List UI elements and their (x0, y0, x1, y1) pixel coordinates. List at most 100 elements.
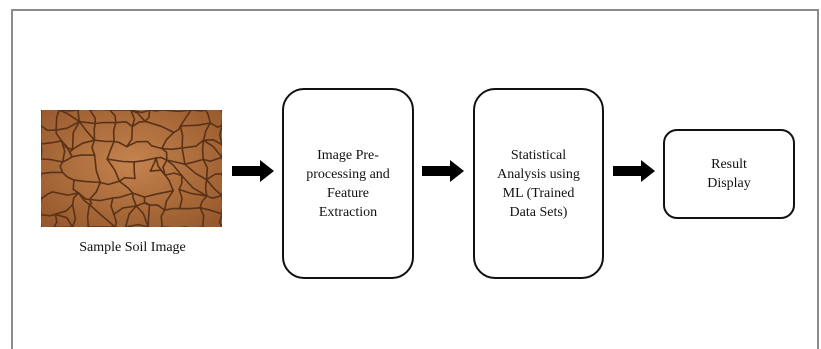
preprocessing-step-box: Image Pre-processing and Feature Extract… (282, 88, 414, 279)
soil-crack-line (161, 147, 183, 151)
soil-crack-line (206, 194, 222, 199)
soil-crack-line (155, 156, 168, 161)
soil-crack-line (218, 213, 222, 227)
soil-crack-line (68, 148, 74, 158)
soil-crack-line (133, 157, 157, 163)
soil-crack-line (77, 110, 81, 123)
soil-crack-line (144, 110, 151, 123)
soil-crack-line (110, 197, 115, 216)
soil-crack-line (113, 213, 118, 227)
soil-crack-line (72, 179, 80, 194)
soil-crack-line (78, 120, 96, 141)
soil-crack-line (125, 140, 149, 148)
soil-crack-line (71, 139, 96, 151)
preprocessing-step-label: Image Pre-processing and Feature Extract… (306, 147, 390, 220)
soil-crack-line (93, 154, 102, 184)
soil-crack-line (147, 204, 151, 227)
soil-crack-line (88, 203, 116, 227)
soil-crack-line (199, 207, 205, 227)
soil-crack-line (124, 205, 138, 227)
soil-crack-line (181, 147, 186, 165)
soil-crack-line (205, 178, 222, 197)
soil-crack-line (202, 139, 222, 159)
soil-crack-line (41, 140, 63, 145)
soil-crack-line (118, 176, 136, 182)
soil-crack-line (41, 124, 57, 132)
soil-crack-line (144, 120, 175, 134)
soil-crack-line (178, 188, 183, 210)
soil-crack-line (78, 120, 97, 125)
soil-crack-line (162, 159, 168, 176)
soil-crack-line (131, 192, 138, 207)
soil-crack-line (190, 110, 206, 112)
soil-crack-line (179, 125, 184, 149)
soil-crack-line (201, 139, 205, 161)
soil-crack-line (61, 171, 75, 181)
soil-crack-line (71, 154, 96, 158)
soil-crack-line (93, 139, 115, 143)
soil-crack-line (149, 169, 166, 176)
soil-crack-line (179, 110, 192, 127)
soil-crack-line (41, 143, 43, 160)
soil-crack-line (166, 159, 186, 165)
soil-crack-line (179, 122, 212, 127)
statistical-analysis-step-label: Statistical Analysis using ML (Trained D… (497, 147, 580, 220)
soil-crack-line (59, 161, 64, 174)
soil-crack-line (41, 158, 64, 163)
soil-crack-line (129, 110, 136, 128)
soil-crack-line (61, 156, 73, 163)
soil-crack-line (184, 163, 208, 181)
diagram-frame (11, 9, 819, 349)
soil-crack-line (202, 122, 212, 142)
soil-crack-line (58, 110, 81, 123)
soil-crack-line (173, 125, 182, 134)
soil-crack-line (51, 191, 80, 196)
soil-crack-line (148, 110, 163, 112)
soil-crack-line (55, 120, 81, 131)
soil-image (41, 110, 222, 227)
soil-crack-line (204, 178, 208, 197)
soil-crack-line (124, 223, 149, 227)
soil-crack-line (54, 213, 74, 227)
soil-crack-line (106, 158, 121, 182)
soil-crack-line (199, 195, 208, 209)
soil-crack-line (55, 129, 63, 142)
soil-crack-line (88, 181, 102, 201)
soil-crack-line (58, 110, 79, 112)
soil-image-caption: Sample Soil Image (79, 240, 186, 255)
soil-crack-line (178, 207, 201, 210)
soil-crack-line (113, 205, 138, 216)
soil-crack-line (164, 174, 174, 192)
statistical-analysis-step-box: Statistical Analysis using ML (Trained D… (473, 88, 604, 279)
soil-crack-line (205, 173, 222, 181)
soil-crack-line (106, 140, 115, 160)
soil-crack-line (135, 202, 151, 207)
soil-crack-line (41, 191, 53, 200)
soil-crack-line (60, 140, 66, 163)
soil-crack-line (88, 197, 114, 202)
soil-crack-line (53, 213, 58, 227)
soil-crack-line (184, 158, 204, 165)
soil-crack-line (109, 110, 117, 124)
soil-crack-line (41, 213, 57, 217)
soil-crack-line (178, 174, 183, 191)
soil-crack-line (202, 158, 209, 181)
soil-crack-line (148, 204, 166, 211)
soil-crack-line (131, 120, 146, 128)
soil-crack-line (199, 207, 222, 215)
soil-crack-line (202, 156, 222, 162)
soil-crack-line (146, 140, 163, 150)
soil-crack-line (135, 205, 149, 227)
soil-crack-line (143, 189, 174, 198)
soil-crack-line (55, 110, 60, 131)
arrow-right-icon (422, 160, 464, 182)
soil-crack-line (125, 125, 134, 148)
result-display-step-box: Result Display (663, 129, 795, 219)
soil-crack-line (113, 140, 128, 148)
soil-crack-line (71, 120, 81, 151)
soil-crack-line (163, 189, 174, 211)
arrow-right-icon (232, 160, 274, 182)
soil-crack-line (161, 110, 192, 113)
soil-crack-line (131, 192, 146, 198)
soil-crack-line (202, 139, 222, 146)
